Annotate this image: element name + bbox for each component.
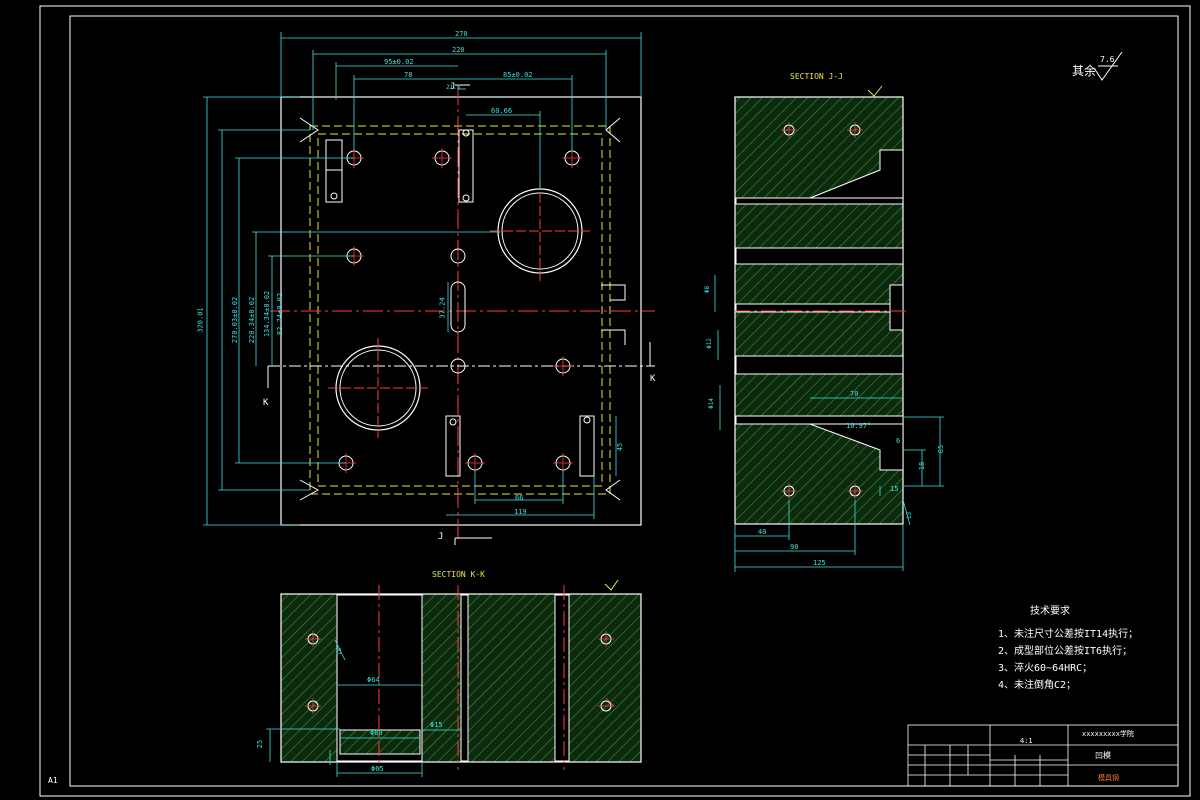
hidden-cavity-outline	[309, 125, 611, 495]
jj-dim-15: 15	[890, 485, 899, 493]
dim-85: 85±0.02	[503, 71, 533, 79]
dim-60: 60.66	[491, 107, 513, 115]
dim-v320: 320.01	[196, 307, 205, 333]
jj-dim-t2: Φ12	[705, 338, 713, 349]
dim-37: 37.24	[438, 297, 447, 319]
kk-dim-18: 18	[336, 647, 344, 656]
title-block	[907, 724, 1179, 787]
dim-v82: 82.74±0.02	[276, 292, 285, 336]
dim-v220: 220.34±0.02	[248, 296, 257, 344]
cut-label-k-right: K	[650, 374, 656, 384]
kk-dim-65: Φ65	[371, 765, 384, 773]
section-kk	[266, 585, 642, 777]
title-company: xxxxxxxxx学院	[1082, 730, 1134, 738]
top-dimensions	[203, 32, 642, 526]
jj-dim-125: 125	[813, 559, 826, 567]
jj-dim-10: 10.97°	[846, 422, 872, 430]
jj-dim-6: 6	[896, 437, 901, 445]
sheet-size-label: A1	[48, 776, 58, 785]
title-material: 模具钢	[1098, 774, 1119, 782]
note-item-2: 2、成型部位公差按IT6执行；	[998, 646, 1133, 657]
dim-inner-width: 220	[452, 46, 465, 54]
roughness-label: 其余	[1072, 64, 1097, 78]
top-view	[203, 32, 655, 545]
cut-label-k-left: K	[263, 398, 269, 408]
section-jj	[714, 96, 944, 572]
cut-label-j-top: J	[450, 82, 456, 92]
jj-dim-70: 70	[850, 390, 859, 398]
sheet-inner-border	[69, 15, 1179, 787]
jj-dim-t3: Φ14	[707, 398, 715, 409]
jj-dim-90: 90	[790, 543, 799, 551]
slots	[325, 129, 595, 477]
jj-dim-t1: Φ8	[704, 285, 712, 294]
note-item-3: 3、淬火60~64HRC；	[998, 663, 1093, 674]
jj-dim-65: 65	[937, 444, 946, 454]
notes-title: 技术要求	[1030, 606, 1070, 617]
kk-dim-64: Φ64	[367, 676, 380, 684]
roughness-value: 7.6	[1100, 55, 1115, 64]
dim-21: 21.5	[446, 84, 461, 91]
title-part-name: 凹模	[1095, 751, 1111, 760]
jj-dim-18: 18	[918, 461, 927, 471]
dim-overall-width: 270	[455, 30, 468, 38]
jj-dim-40: 40	[758, 528, 767, 536]
dim-v270: 270.03±0.02	[231, 296, 240, 344]
section-kk-title: SECTION K-K	[432, 570, 485, 579]
dim-119: 119	[514, 508, 527, 516]
note-item-1: 1、未注尺寸公差按IT14执行；	[998, 629, 1139, 640]
dim-66: 66	[515, 494, 524, 502]
kk-dim-25: 25	[256, 739, 265, 749]
section-jj-title: SECTION J-J	[790, 72, 843, 81]
dim-45: 45	[616, 442, 625, 452]
jj-dim-13: 13	[906, 511, 914, 520]
dim-78: 78	[404, 71, 413, 79]
roughness-symbol	[1093, 51, 1123, 81]
sheet-outer-border	[39, 5, 1191, 797]
kk-dim-15: Φ15	[430, 721, 443, 729]
note-item-4: 4、未注倒角C2；	[998, 680, 1077, 691]
dim-95: 95±0.02	[384, 58, 414, 66]
dim-v134: 134.34±0.02	[263, 290, 272, 338]
cut-label-j-bottom: J	[438, 532, 444, 542]
title-scale: 4:1	[1020, 737, 1033, 745]
kk-dim-60: Φ60	[370, 729, 383, 737]
